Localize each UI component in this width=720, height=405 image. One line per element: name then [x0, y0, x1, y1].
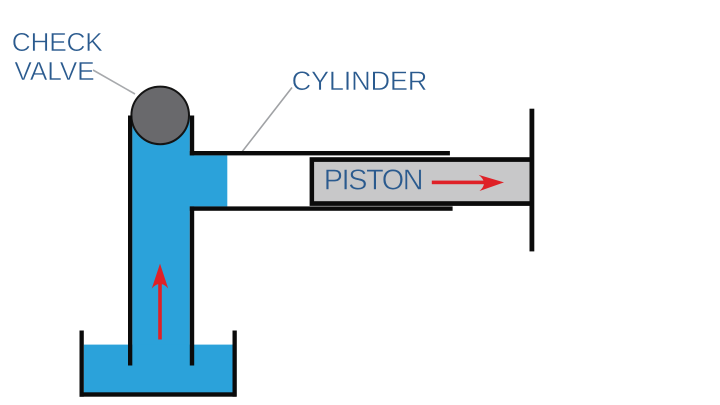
svg-text:CYLINDER: CYLINDER [292, 65, 428, 96]
svg-text:VALVE: VALVE [14, 56, 94, 86]
svg-text:PISTON: PISTON [324, 164, 424, 196]
svg-text:CHECK: CHECK [12, 27, 103, 57]
